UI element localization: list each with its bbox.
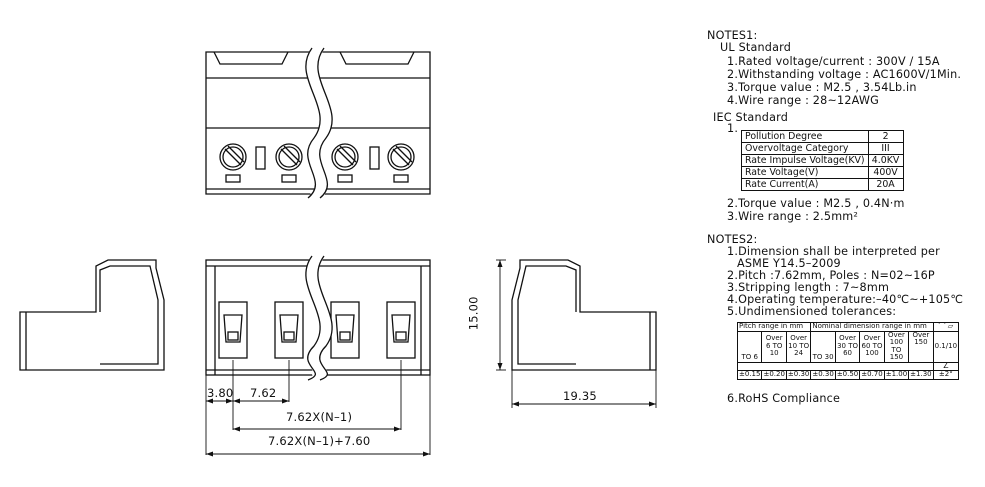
table-cell: TO 6: [736, 330, 763, 363]
table-cell: Over 30 TO 60: [834, 330, 861, 363]
table-cell: Over 100 TO 150: [883, 330, 910, 363]
tolerance-table: Pitch range in mm Nominal dimension rang…: [736, 322, 960, 380]
ul-note-1: 1.Rated voltage/current : 300V / 15A: [727, 55, 940, 68]
notes2-item-1-cont: ASME Y14.5–2009: [737, 257, 841, 270]
wire-entry-icon: [330, 301, 360, 359]
iec-label: Pollution Degree: [741, 130, 869, 143]
iec-note-3: 3.Wire range : 2.5mm²: [727, 210, 859, 223]
dim-7-62: 7.62: [250, 386, 277, 400]
iec-label: Rate Voltage(V): [741, 166, 869, 179]
screw-icon: [387, 143, 415, 171]
iec-value: 4.0KV: [867, 154, 904, 167]
screw-icon: [219, 143, 247, 171]
pitch-range-header: Pitch range in mm: [736, 322, 812, 332]
notes1-title: NOTES1:: [707, 29, 758, 42]
dimension-lines: [205, 259, 657, 455]
wire-entry-icon: [386, 301, 416, 359]
left-side-view: [19, 259, 165, 371]
notes2-item-5: 5.Undimensioned tolerances:: [727, 305, 897, 318]
iec-value: 2: [867, 130, 904, 143]
table-cell: ±0.70: [859, 370, 885, 380]
iec-label: Rate Impulse Voltage(KV): [741, 154, 869, 167]
table-cell: TO 30: [810, 330, 836, 363]
front-view: [205, 252, 431, 386]
ul-note-4: 4.Wire range : 28~12AWG: [727, 94, 880, 107]
ul-heading: UL Standard: [720, 41, 792, 54]
dim-depth: 19.35: [563, 389, 597, 403]
table-cell: Over 10 TO 24: [785, 330, 812, 363]
dim-height: 15.00: [466, 296, 481, 331]
notes2-item-1: 1.Dimension shall be interpreted per: [727, 245, 940, 258]
iec-item-number: 1.: [727, 122, 739, 135]
flatness-value: 0.1/10: [932, 330, 960, 363]
notes2-item-3: 3.Stripping length : 7~8mm: [727, 281, 890, 294]
table-cell: Over 60 TO 100: [859, 330, 885, 363]
screw-icon: [331, 143, 359, 171]
table-cell: ±0.20: [761, 370, 787, 380]
iec-value: 20A: [867, 178, 904, 191]
notes2-item-2: 2.Pitch :7.62mm, Poles : N=02~16P: [727, 269, 935, 282]
iec-label: Rate Current(A): [741, 178, 869, 191]
angle-tolerance: ±2°: [932, 370, 960, 380]
flatness-symbols: ⌒ ⏥: [932, 322, 960, 332]
table-row: Rate Voltage(V)400V: [741, 166, 904, 179]
notes2-title: NOTES2:: [707, 233, 758, 246]
table-cell: ±1.30: [908, 370, 934, 380]
table-cell: ±0.30: [785, 370, 812, 380]
table-row: Pitch range in mm Nominal dimension rang…: [736, 322, 960, 332]
iec-value: III: [867, 142, 904, 155]
table-row: ±0.15 ±0.20 ±0.30 ±0.30 ±0.50 ±0.70 ±1.0…: [736, 370, 960, 380]
dim-3-80: 3.80: [207, 386, 234, 400]
table-cell: ±0.30: [810, 370, 836, 380]
notes2-item-6: 6.RoHS Compliance: [727, 392, 841, 405]
screw-icon: [275, 143, 303, 171]
table-cell: ±0.50: [834, 370, 861, 380]
wire-entry-icon: [274, 301, 304, 359]
wire-entry-icon: [218, 301, 248, 359]
dim-pitch-total: 7.62X(N–1): [286, 410, 353, 424]
table-row: TO 6 Over 6 TO 10 Over 10 TO 24 TO 30 Ov…: [736, 330, 960, 363]
iec-label: Overvoltage Category: [741, 142, 869, 155]
top-view: [205, 44, 431, 203]
table-cell: Over 150: [908, 330, 934, 363]
table-row: Rate Impulse Voltage(KV)4.0KV: [741, 154, 904, 167]
ul-note-3: 3.Torque value : M2.5 , 3.54Lb.in: [727, 81, 917, 94]
table-cell: ±1.00: [883, 370, 910, 380]
nominal-range-header: Nominal dimension range in mm: [810, 322, 934, 332]
iec-heading: IEC Standard: [713, 111, 789, 124]
table-row: Rate Current(A)20A: [741, 178, 904, 191]
notes2-item-4: 4.Operating temperature:–40℃~+105℃: [727, 293, 964, 306]
table-cell: ±0.15: [736, 370, 763, 380]
dimension-arrows: [206, 260, 656, 457]
iec-note-2: 2.Torque value : M2.5 , 0.4N·m: [727, 197, 905, 210]
dim-overall-length: 7.62X(N–1)+7.60: [268, 434, 371, 448]
ul-note-2: 2.Withstanding voltage : AC1600V/1Min.: [727, 68, 962, 81]
right-side-view: [511, 259, 657, 371]
iec-value: 400V: [867, 166, 904, 179]
table-cell: Over 6 TO 10: [761, 330, 787, 363]
